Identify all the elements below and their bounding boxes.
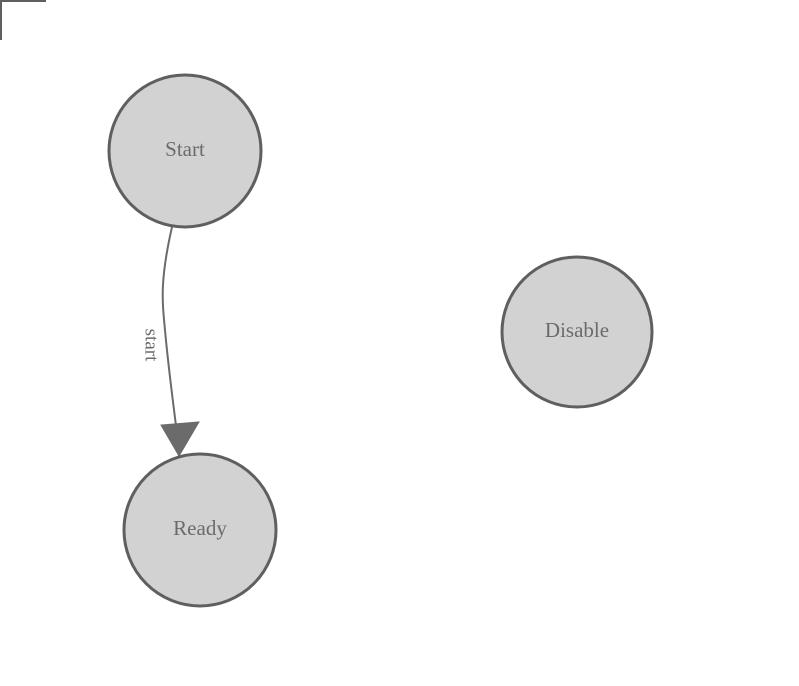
state-node-disable-label: Disable xyxy=(545,318,609,342)
edge-start-to-ready[interactable]: start xyxy=(141,226,200,457)
edge-label-start: start xyxy=(141,329,162,362)
selection-corner-mark xyxy=(0,0,46,40)
state-node-ready[interactable]: Ready xyxy=(122,452,278,608)
state-node-start[interactable]: Start xyxy=(107,73,263,229)
state-node-disable[interactable]: Disable xyxy=(500,255,654,409)
arrowhead-icon xyxy=(160,421,200,457)
state-node-ready-circle[interactable] xyxy=(122,452,278,608)
edge-path[interactable] xyxy=(161,226,180,452)
state-node-ready-label: Ready xyxy=(173,516,227,540)
state-node-disable-circle[interactable] xyxy=(500,255,654,409)
state-node-start-label: Start xyxy=(165,137,205,161)
state-node-start-circle[interactable] xyxy=(107,73,263,229)
